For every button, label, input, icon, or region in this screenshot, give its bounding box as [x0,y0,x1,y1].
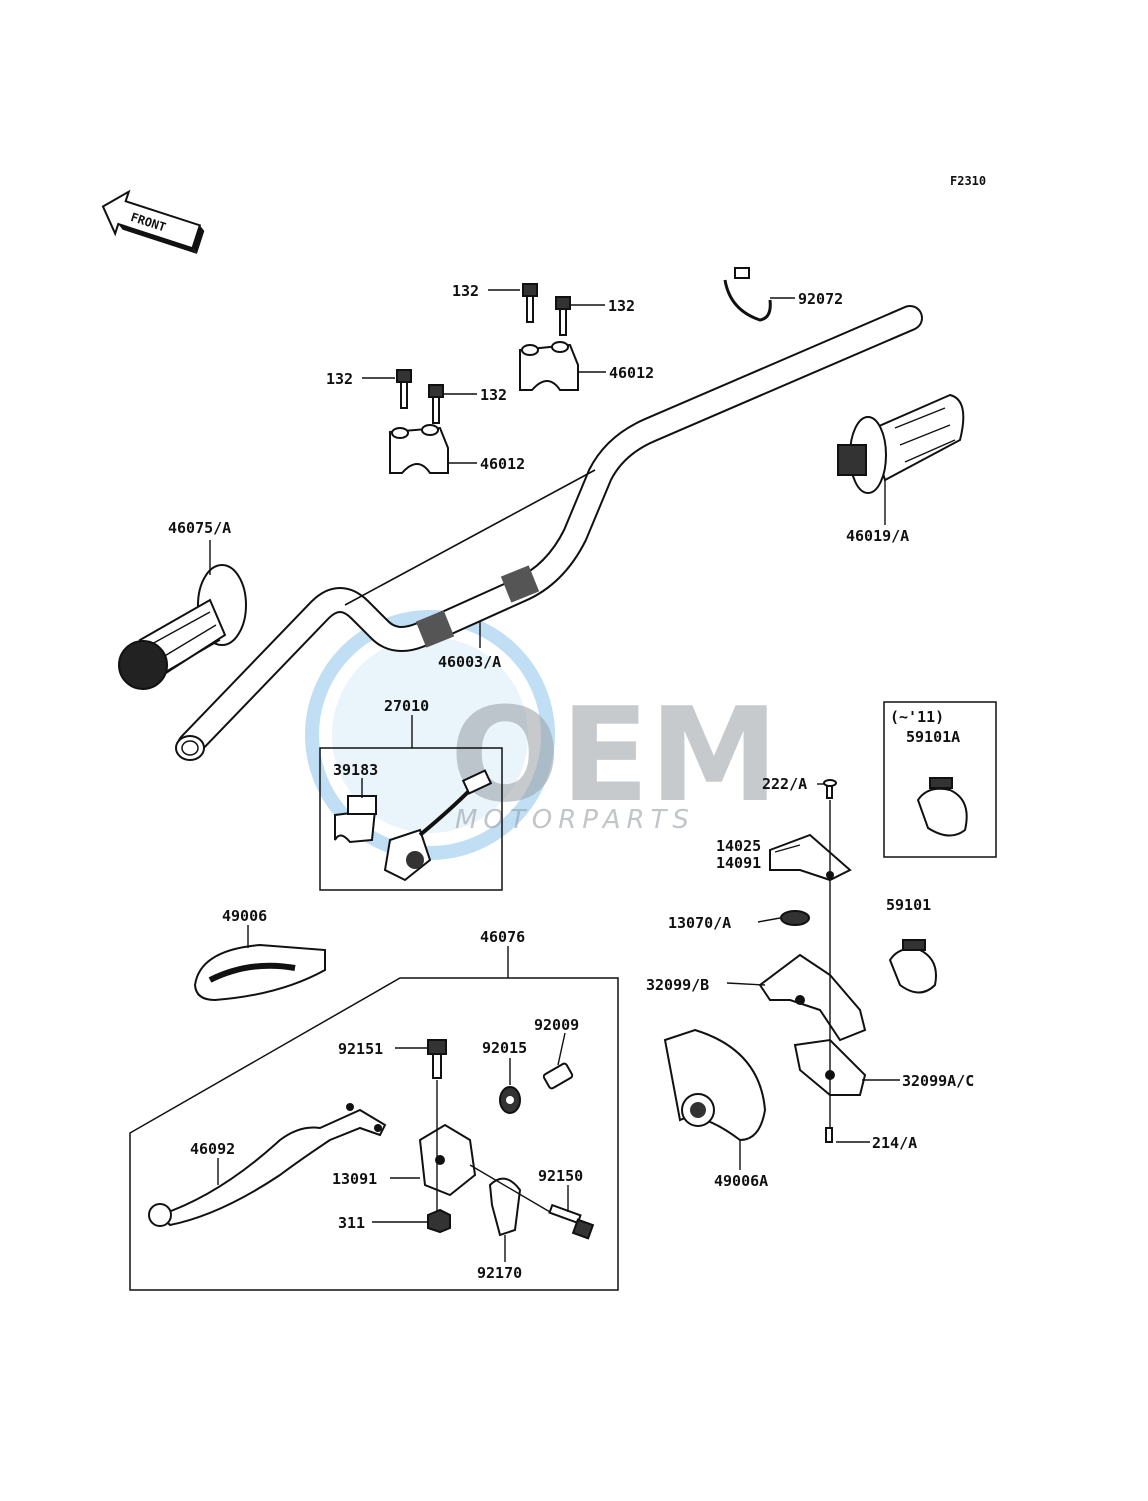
label-59101A-note: (~'11) [890,708,944,726]
knurl-left [415,610,455,648]
watermark-brand: OEM [450,679,779,831]
collar-59101A-icon [916,777,968,837]
knurl-right [500,565,540,603]
switch-assembly-box [319,747,503,891]
label-49006A: 49006A [714,1172,768,1190]
label-59101A: 59101A [906,728,960,746]
label-132-c: 132 [326,370,353,388]
clamp-upper-icon [519,341,579,391]
label-132-d: 132 [480,386,507,404]
label-27010: 27010 [384,697,429,715]
cable-clip-icon [780,910,810,926]
front-arrow-icon: FRONT [101,189,205,254]
label-46092: 46092 [190,1140,235,1158]
label-92072: 92072 [798,290,843,308]
label-46019A: 46019/A [846,527,909,545]
collar-59101-icon [888,939,937,994]
label-32099B: 32099/B [646,976,709,994]
label-222A: 222/A [762,775,807,793]
leader-lines [209,289,900,1262]
adjuster-icon [499,1062,574,1114]
clamp-lower-icon [389,424,449,474]
label-59101: 59101 [886,896,931,914]
screw-222-icon [823,779,837,799]
label-14091: 14091 [716,854,761,872]
label-39183: 39183 [333,761,378,779]
lever-assembly-box [129,977,619,1291]
right-grip-icon [837,393,965,494]
lever-holder-icon [418,1123,477,1197]
label-49006: 49006 [222,907,267,925]
cable-guide-icon [769,833,852,882]
kill-switch-icon [383,769,493,882]
left-grip-icon [118,564,247,690]
bolt-92150-icon [548,1203,595,1240]
label-46076: 46076 [480,928,525,946]
screw-214-icon [825,1127,833,1143]
throttle-cover-icon [663,1028,767,1142]
label-92170: 92170 [477,1264,522,1282]
pivot-bolt-icon [427,1039,447,1079]
label-92150: 92150 [538,1167,583,1185]
clamp-half-icon [488,1177,522,1237]
handlebar [175,305,923,761]
bolt-132-icons [396,283,571,424]
clutch-lever-icon [148,1103,387,1227]
hand-guard-icon [193,943,326,1002]
label-214A: 214/A [872,1134,917,1152]
label-92009: 92009 [534,1016,579,1034]
note-box-59101A [883,701,997,858]
watermark: OEM MOTORPARTS [305,610,779,860]
nut-icon [427,1208,451,1234]
label-132-b: 132 [608,297,635,315]
label-32099AC: 32099A/C [902,1072,974,1090]
label-13070A: 13070/A [668,914,731,932]
label-46012-b: 46012 [480,455,525,473]
part-labels: 132 132 132 132 92072 46012 46012 46019/… [168,282,974,1282]
label-46012-a: 46012 [609,364,654,382]
figure-code: F2310 [950,174,986,188]
label-13091: 13091 [332,1170,377,1188]
label-14025: 14025 [716,837,761,855]
label-46003A: 46003/A [438,653,501,671]
label-46075A: 46075/A [168,519,231,537]
throttle-housing-upper-icon [758,953,867,1042]
label-132-a: 132 [452,282,479,300]
label-311: 311 [338,1214,365,1232]
label-92151: 92151 [338,1040,383,1058]
cable-tie-icon [723,267,772,322]
label-92015: 92015 [482,1039,527,1057]
watermark-subtitle: MOTORPARTS [455,805,695,835]
switch-clamp-icon [334,795,377,844]
